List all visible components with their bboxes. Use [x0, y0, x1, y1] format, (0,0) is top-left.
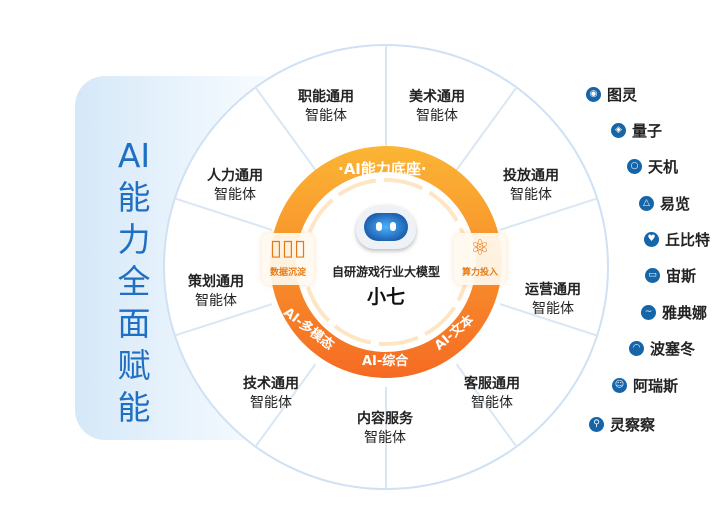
- segment-operations[interactable]: 运营通用智能体: [525, 282, 581, 317]
- brain-icon: ◉: [586, 87, 601, 102]
- product-item[interactable]: △易览: [639, 193, 690, 214]
- gauge-icon: ◠: [629, 341, 644, 356]
- segment-art[interactable]: 美术通用智能体: [409, 89, 465, 124]
- segment-customer-service[interactable]: 客服通用智能体: [464, 376, 520, 411]
- segment-ads[interactable]: 投放通用智能体: [503, 168, 559, 203]
- cube-icon: ◈: [611, 123, 626, 138]
- product-item[interactable]: ◠波塞冬: [629, 338, 695, 359]
- panel-title: AI能力全面赋能: [117, 136, 151, 427]
- bar-chart-icon: ▯▯▯: [269, 236, 307, 261]
- gamepad-icon: ▭: [645, 268, 660, 283]
- atom-icon: ⚛: [470, 236, 490, 261]
- user-icon: ☺: [612, 378, 627, 393]
- product-item[interactable]: ◈量子: [611, 120, 662, 141]
- inner-core: [296, 172, 476, 352]
- compute-investment-box: ⚛算力投入: [454, 233, 506, 285]
- pulse-icon: ~: [641, 305, 656, 320]
- segment-planning[interactable]: 策划通用智能体: [188, 274, 244, 309]
- segment-divider: [455, 363, 518, 448]
- product-item[interactable]: ♥丘比特: [644, 229, 710, 250]
- product-item[interactable]: ▭宙斯: [645, 265, 696, 286]
- segment-divider: [499, 197, 598, 231]
- hearts-icon: ♥: [644, 232, 659, 247]
- cycle-icon: ○: [627, 159, 642, 174]
- bell-icon: △: [639, 196, 654, 211]
- segment-divider: [455, 86, 518, 171]
- ai-general-label: AI-综合: [362, 354, 409, 369]
- product-item[interactable]: ○天机: [627, 156, 678, 177]
- segment-hr-finance[interactable]: 职能通用智能体: [298, 89, 354, 124]
- segment-hr[interactable]: 人力通用智能体: [207, 168, 263, 203]
- segment-divider: [174, 197, 273, 231]
- product-item[interactable]: ⚲灵察察: [589, 414, 655, 435]
- data-accumulation-box: ▯▯▯数据沉淀: [262, 233, 314, 285]
- product-item[interactable]: ◉图灵: [586, 84, 637, 105]
- model-subtitle: 自研游戏行业大模型: [331, 265, 440, 279]
- segment-tech[interactable]: 技术通用智能体: [243, 376, 299, 411]
- product-item[interactable]: ☺阿瑞斯: [612, 375, 678, 396]
- product-item[interactable]: ~雅典娜: [641, 302, 707, 323]
- search-icon: ⚲: [589, 417, 604, 432]
- segment-divider: [174, 303, 273, 337]
- model-name: 小七: [366, 286, 405, 308]
- ai-foundation-label: ·AI能力底座·: [338, 160, 427, 178]
- segment-divider: [254, 86, 317, 171]
- segment-divider: [499, 303, 598, 337]
- segment-content[interactable]: 内容服务智能体: [357, 411, 413, 446]
- robot-mascot-icon: [356, 205, 416, 249]
- model-core: 自研游戏行业大模型 小七: [296, 205, 476, 309]
- segment-divider: [254, 363, 317, 448]
